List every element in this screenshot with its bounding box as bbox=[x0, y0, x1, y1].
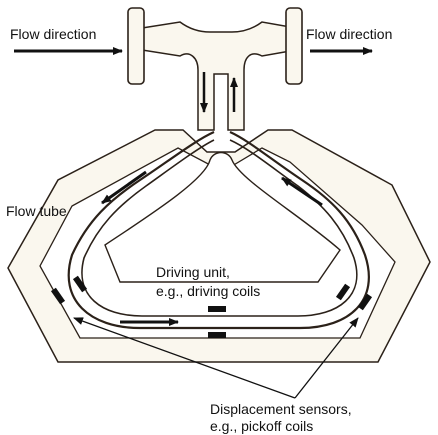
sensors-label-line1: Displacement sensors, bbox=[210, 401, 352, 417]
right-flange bbox=[285, 7, 303, 85]
flow-direction-label-right: Flow direction bbox=[306, 26, 392, 42]
sensors-label-line2: e.g., pickoff coils bbox=[210, 418, 313, 434]
sensor-left-inner bbox=[72, 275, 88, 293]
flow-direction-label-left: Flow direction bbox=[10, 26, 96, 42]
sensor-right-outer bbox=[357, 293, 373, 311]
flow-tube-inner bbox=[81, 139, 358, 317]
tube-flow-arrow-right bbox=[281, 176, 323, 207]
center-manifold bbox=[141, 21, 297, 131]
driving-coil-lower bbox=[208, 332, 226, 338]
driving-unit-label-line2: e.g., driving coils bbox=[156, 283, 260, 299]
driving-coil-upper bbox=[208, 306, 226, 312]
sensor-leader-right bbox=[294, 317, 359, 399]
flow-tube-outer bbox=[67, 130, 370, 330]
tube-flow-arrow-left bbox=[101, 170, 147, 205]
sensor-left-outer bbox=[50, 287, 66, 305]
left-flange bbox=[127, 7, 145, 85]
sensor-leader-left bbox=[73, 317, 296, 399]
tube-inner-body bbox=[104, 151, 341, 283]
driving-unit-label-line1: Driving unit, bbox=[156, 264, 230, 280]
flow-tube-label: Flow tube bbox=[6, 203, 67, 219]
sensor-right-inner bbox=[335, 283, 351, 301]
